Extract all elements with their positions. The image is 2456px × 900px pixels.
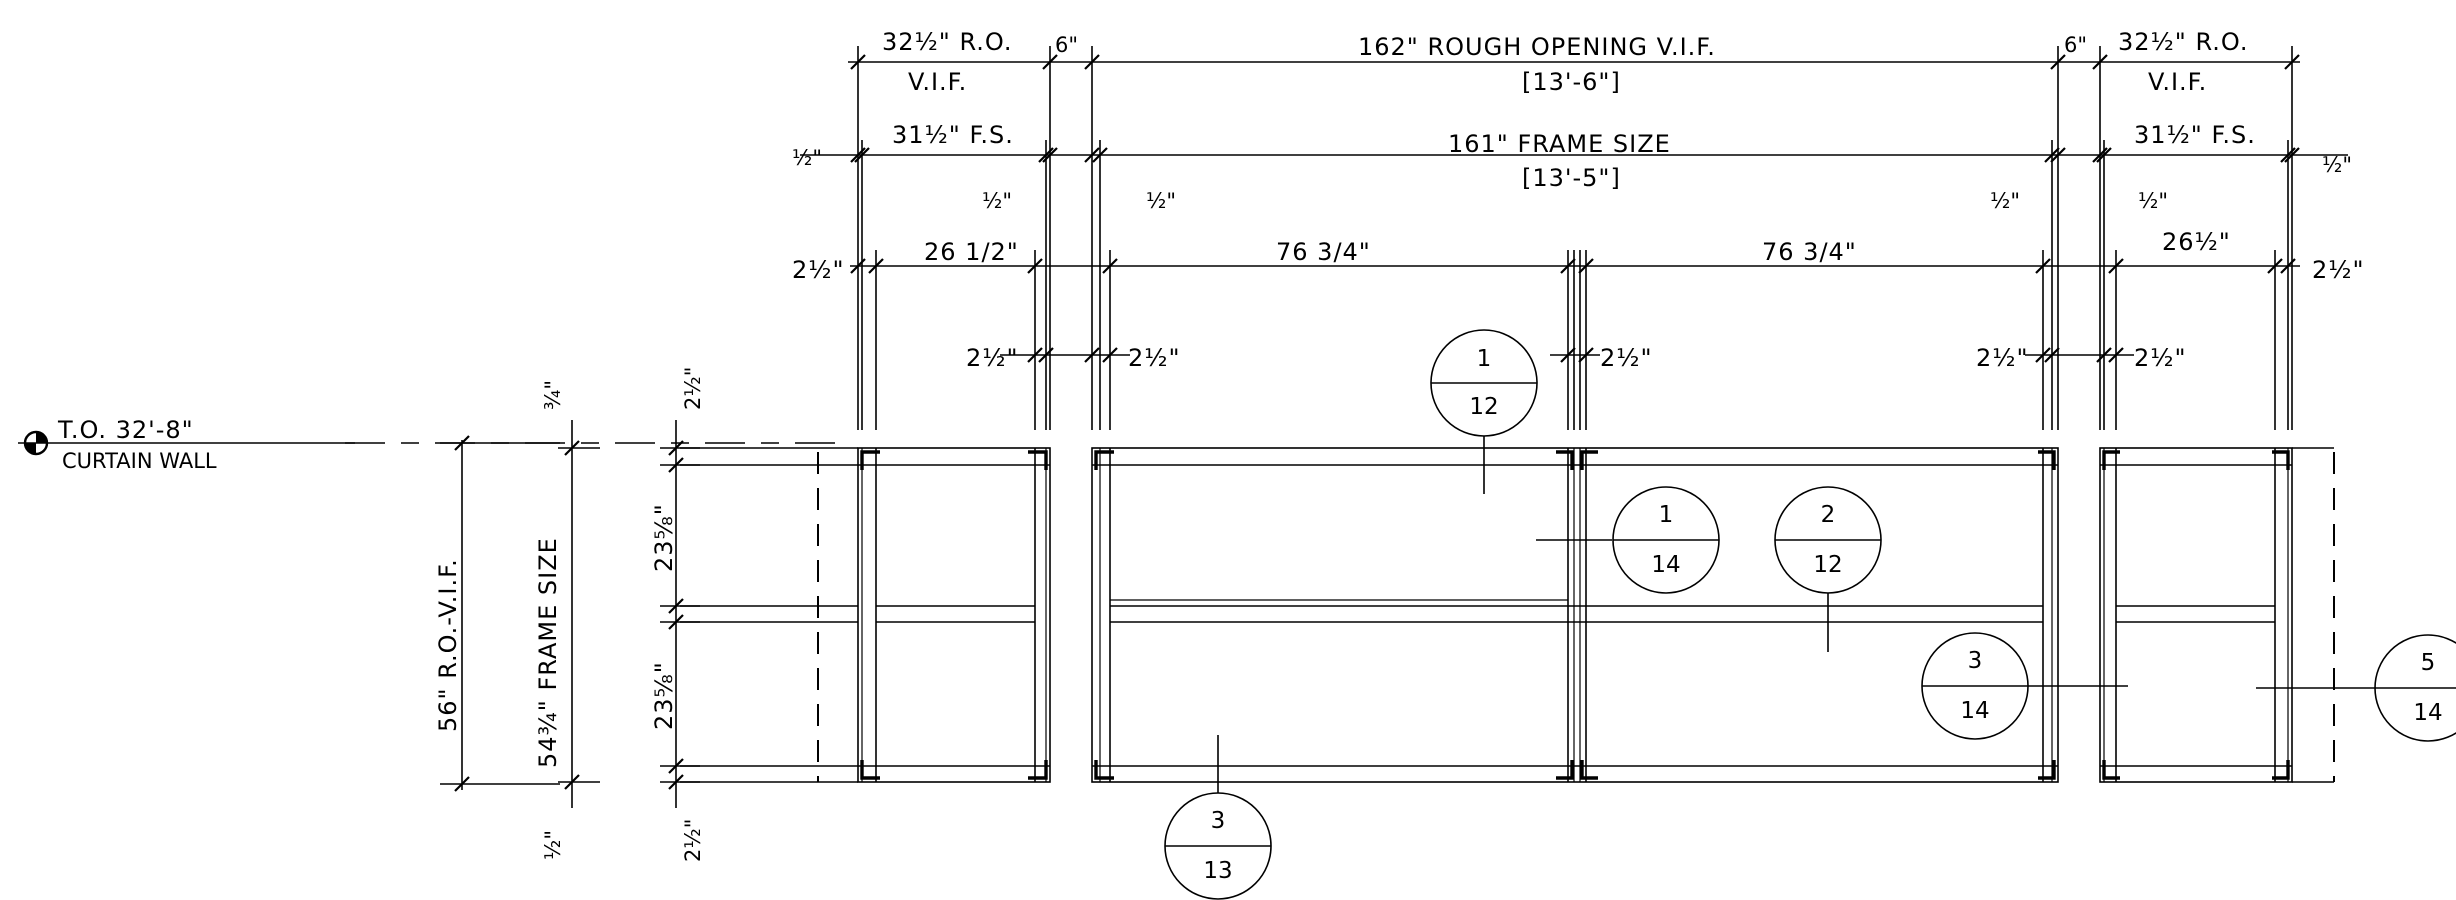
dim-ro-left: 32½" R.O.	[882, 28, 1012, 56]
dim-half-inner-4: ½"	[2138, 189, 2168, 213]
dim-fs-right: 31½" F.S.	[2134, 121, 2256, 149]
dim-mull-5: 2½"	[2134, 344, 2187, 372]
detail-tag-sheet: 13	[1203, 858, 1232, 884]
dimension-lines-side	[440, 420, 700, 808]
detail-tag-1-14[interactable]: 1 14	[1536, 486, 1720, 594]
dim-vif-left: V.I.F.	[908, 68, 967, 96]
dim-side-frame: 54¾" FRAME SIZE	[534, 537, 562, 768]
dim-gap-right: 6"	[2064, 33, 2087, 57]
detail-tag-number: 1	[1477, 346, 1492, 372]
dim-ro-right: 32½" R.O.	[2118, 28, 2248, 56]
detail-tag-5-14[interactable]: 5 14	[2256, 634, 2456, 742]
frame-bay-right	[2099, 447, 2293, 783]
detail-tag-3-13[interactable]: 3 13	[1164, 735, 1272, 900]
detail-tag-sheet: 12	[1469, 394, 1498, 420]
extension-lines-top	[857, 46, 2293, 430]
detail-tag-sheet: 12	[1813, 552, 1842, 578]
dim-side-lite-lower: 23⅝"	[650, 661, 678, 730]
elevation-label: T.O. 32'-8"	[57, 416, 194, 444]
dim-half-inner-3: ½"	[1990, 189, 2020, 213]
frame-bay-center	[1091, 447, 2059, 783]
dimension-ticks-top	[850, 54, 2300, 363]
dim-mull-outer-right: 2½"	[2312, 256, 2365, 284]
dim-mull-1: 2½"	[966, 344, 1019, 372]
dim-bay-center-2: 76 3/4"	[1762, 238, 1857, 266]
dim-mull-4: 2½"	[1976, 344, 2029, 372]
detail-tag-2-12[interactable]: 2 12	[1774, 486, 1882, 652]
detail-tag-number: 1	[1659, 502, 1674, 528]
dim-gap-left: 6"	[1055, 33, 1078, 57]
dim-side-top-mull: 2½"	[681, 367, 705, 410]
elevation-marker: T.O. 32'-8" CURTAIN WALL	[18, 416, 850, 473]
elevation-sublabel: CURTAIN WALL	[62, 449, 217, 473]
dim-side-bottom-mull: 2½"	[681, 819, 705, 862]
dim-bay-left: 26 1/2"	[924, 238, 1019, 266]
dim-side-lite-upper: 23⅝"	[650, 503, 678, 572]
dim-bay-center-1: 76 3/4"	[1276, 238, 1371, 266]
frame-bay-left	[857, 447, 1051, 783]
curtain-wall-frame	[680, 447, 2335, 783]
dim-side-ro: 56" R.O.-V.I.F.	[434, 558, 462, 732]
dim-frame-size-ft: [13'-5"]	[1522, 164, 1621, 192]
dim-rough-opening-ft: [13'-6"]	[1522, 68, 1621, 96]
detail-tag-number: 3	[1968, 648, 1983, 674]
dim-bay-right: 26½"	[2162, 228, 2231, 256]
dim-half-inner-1: ½"	[982, 189, 1012, 213]
detail-tags: 1 12 1 14 2 12 3 14 5	[1164, 329, 2456, 900]
dim-side-bottom-gap: ½"	[541, 830, 565, 860]
dim-mull-3: 2½"	[1600, 344, 1653, 372]
dimension-ticks-side	[454, 435, 684, 792]
detail-tag-number: 5	[2421, 650, 2436, 676]
detail-tag-1-12[interactable]: 1 12	[1430, 329, 1538, 494]
dim-side-top-gap: ¾"	[541, 380, 565, 410]
corner-brackets	[860, 450, 2290, 780]
wall-edge-left	[680, 447, 858, 783]
dim-frame-size: 161" FRAME SIZE	[1448, 130, 1671, 158]
dim-rough-opening: 162" ROUGH OPENING V.I.F.	[1358, 33, 1716, 61]
detail-tag-number: 3	[1211, 808, 1226, 834]
dimension-text-side: 56" R.O.-V.I.F. 54¾" FRAME SIZE ¾" ½" 2½…	[434, 367, 705, 862]
wall-edge-right	[2292, 447, 2335, 783]
dim-half-outer-right: ½"	[2322, 153, 2352, 177]
detail-tag-sheet: 14	[2413, 700, 2442, 726]
detail-tag-number: 2	[1821, 502, 1836, 528]
detail-tag-sheet: 14	[1651, 552, 1680, 578]
dim-half-outer-left: ½"	[792, 146, 822, 170]
dim-fs-left: 31½" F.S.	[892, 121, 1014, 149]
dim-vif-right: V.I.F.	[2148, 68, 2207, 96]
dim-half-inner-2: ½"	[1146, 189, 1176, 213]
dim-mull-outer-left: 2½"	[792, 256, 845, 284]
detail-tag-3-14[interactable]: 3 14	[1921, 632, 2128, 740]
dim-mull-2: 2½"	[1128, 344, 1181, 372]
dimension-text-top: 32½" R.O. 6" 162" ROUGH OPENING V.I.F. 6…	[792, 28, 2365, 372]
detail-tag-sheet: 14	[1960, 698, 1989, 724]
